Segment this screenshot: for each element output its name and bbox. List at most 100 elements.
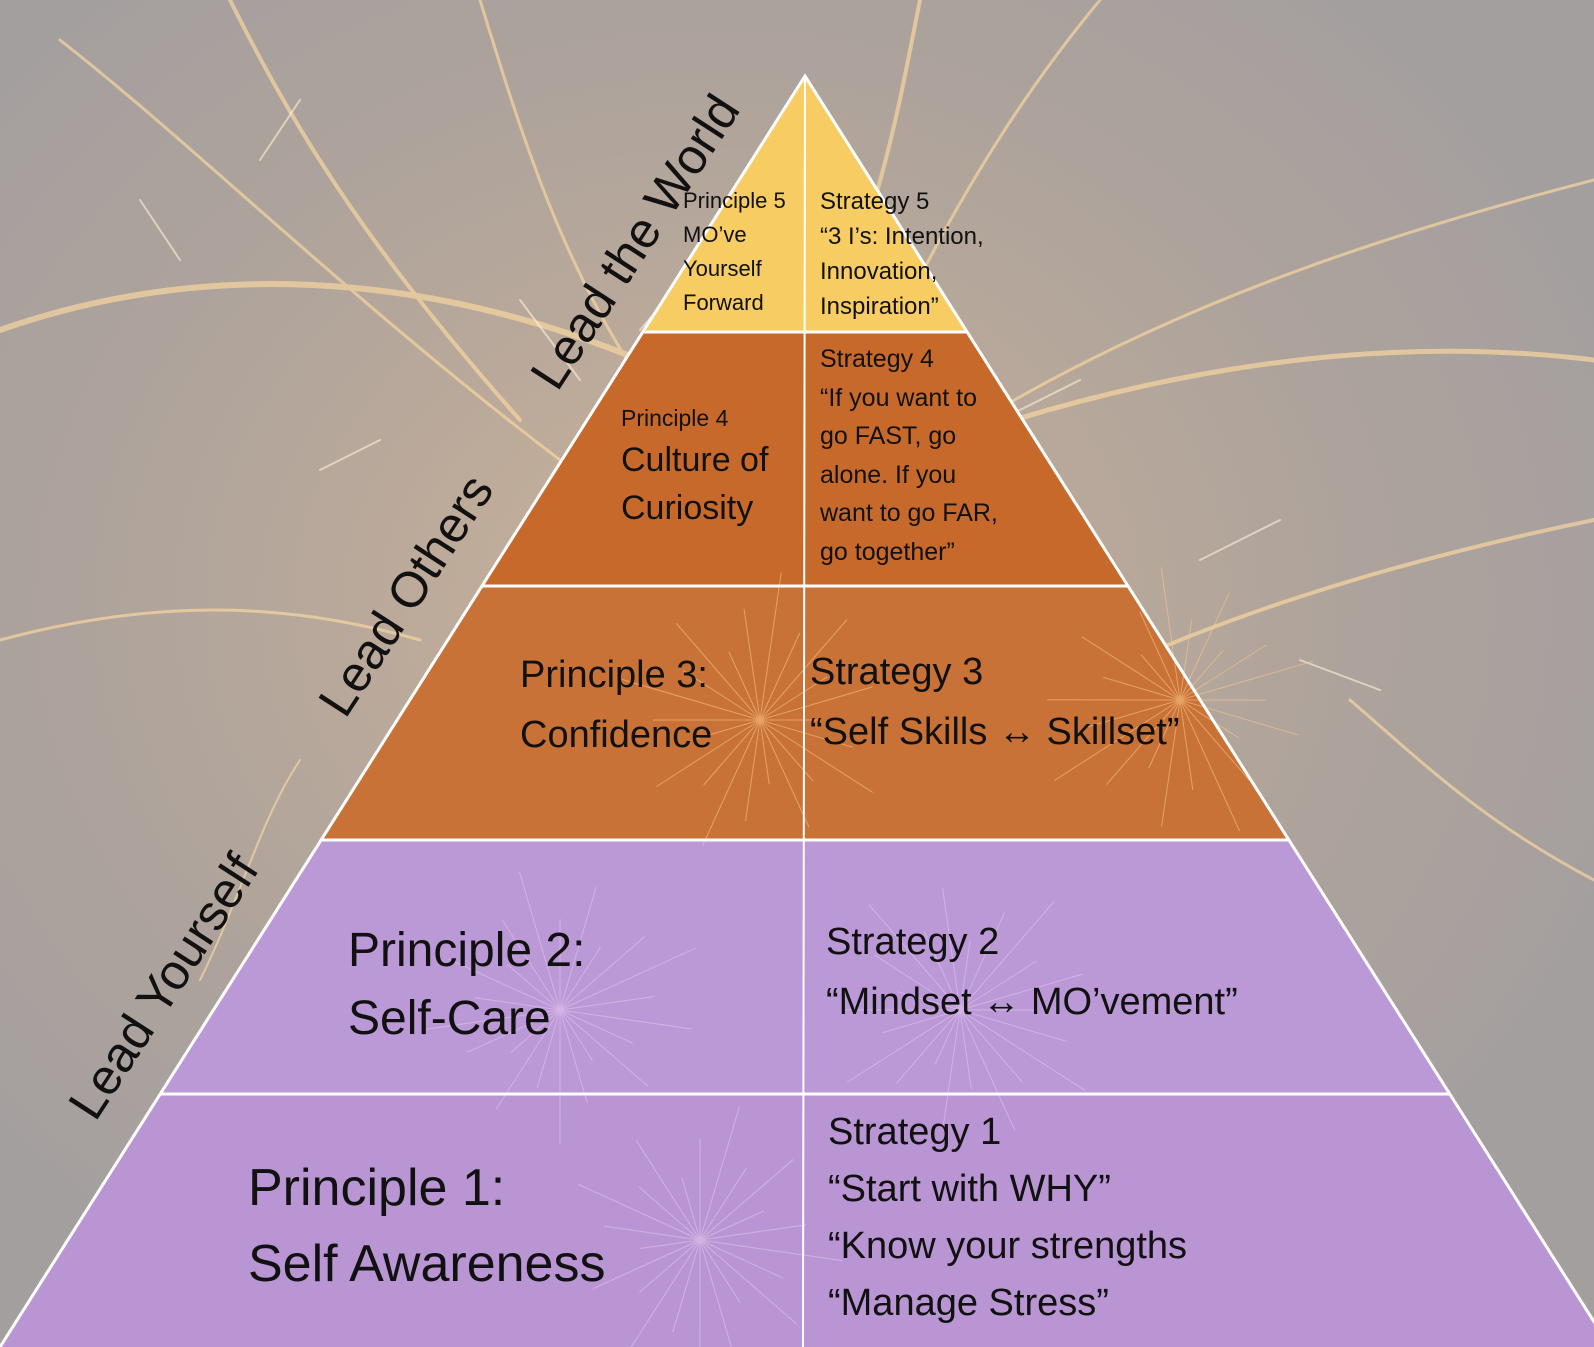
- sparkle-streak: [699, 1239, 783, 1279]
- sparkle-streak: [559, 1009, 588, 1104]
- sparkle-streak: [593, 1239, 701, 1289]
- sparkle-streak: [759, 719, 873, 793]
- principle-5-text: Principle 5 MO’ve Yourself Forward: [683, 188, 786, 315]
- sparkle-streak: [536, 1009, 561, 1088]
- sparkle-streak: [1054, 699, 1181, 781]
- sparkle-streak: [897, 991, 961, 1011]
- sparkle-streak: [1179, 619, 1193, 701]
- sparkle-streak: [630, 1239, 701, 1347]
- sparkle-streak: [701, 719, 761, 847]
- sparkle-streak: [699, 1106, 740, 1241]
- sparkle-streak: [1160, 567, 1181, 701]
- sparkle-streak: [692, 719, 761, 741]
- sparkle-streak: [1179, 699, 1240, 739]
- sparkle-streak: [699, 1210, 764, 1241]
- sparkle-streak: [447, 958, 561, 1011]
- sparkle-streak: [683, 670, 761, 721]
- sparkle-streak: [672, 1239, 701, 1333]
- sparkle-streak: [640, 1239, 701, 1249]
- sparkle-streak: [959, 940, 971, 1011]
- sparkle-streak: [959, 1009, 1016, 1132]
- strategy-2-text: Strategy 2 “Mindset ↔ MO’vement”: [826, 921, 1238, 1023]
- principle-2-text: Principle 2: Self-Care: [348, 924, 586, 1045]
- sparkle-streak: [942, 1009, 961, 1126]
- sparkle-streak: [675, 622, 761, 721]
- sparkle-streak: [959, 960, 1037, 1011]
- sparkle-streak: [639, 1239, 701, 1293]
- sparkle-streak: [1140, 654, 1181, 701]
- sparkle-streak: [501, 919, 561, 1011]
- sparkle-streak: [759, 676, 828, 721]
- sparkle-streak: [1179, 699, 1194, 791]
- sparkle-streak: [656, 719, 761, 787]
- sparkle-streak: [638, 1186, 701, 1241]
- sparkle-streak: [699, 1224, 806, 1241]
- sparkle-streak: [959, 1009, 972, 1090]
- sparkle-streak: [559, 995, 656, 1011]
- principle-3-text: Principle 3: Confidence: [520, 654, 713, 756]
- sparkle-streak: [882, 1009, 961, 1034]
- sparkle-streak: [1139, 611, 1181, 701]
- sparkle-streak: [1148, 699, 1181, 769]
- sparkle-streak: [466, 1009, 561, 1053]
- sparkle-streak: [1179, 699, 1251, 782]
- sparkle-streak: [743, 609, 761, 721]
- sparkle-streak: [759, 572, 782, 721]
- sparkle-streak: [759, 719, 854, 748]
- sparkle-streak: [699, 1239, 741, 1304]
- sparkle-streak: [959, 1009, 1068, 1043]
- sparkle-streak: [559, 1009, 649, 1088]
- sparkle-streak: [1179, 699, 1241, 832]
- sparkle-streak: [759, 719, 770, 785]
- sparkle-streak: [942, 888, 961, 1011]
- center-divider: [802, 75, 806, 1347]
- sparkle-streak: [559, 1009, 593, 1061]
- principle-4-text: Principle 4 Culture of Curiosity: [621, 405, 769, 527]
- sparkle-streak: [519, 871, 561, 1011]
- sparkle-streak: [759, 686, 873, 721]
- sparkle-streak: [846, 1009, 961, 1083]
- sparkle-streak: [703, 719, 761, 786]
- sparkle-streak: [1087, 699, 1181, 728]
- strategy-4-text: Strategy 4 “If you want to go FAST, go a…: [820, 345, 998, 566]
- strategy-3-text: Strategy 3 “Self Skills ↔ Skillset”: [810, 651, 1180, 753]
- sparkle-streak: [699, 1167, 748, 1241]
- sparkle-streak: [959, 973, 1083, 1011]
- sparkle-streak: [934, 1009, 961, 1065]
- sparkle-streak: [621, 678, 761, 721]
- sparkle-streak: [474, 997, 561, 1011]
- sparkle-streak: [559, 946, 601, 1011]
- sparkle-streak: [681, 1177, 701, 1241]
- sparkle-streak: [868, 904, 961, 1011]
- level1-band: [0, 1094, 1594, 1347]
- level2-band: [160, 840, 1450, 1094]
- sparkle-streak: [759, 719, 810, 828]
- sparkle-streak: [577, 1183, 701, 1241]
- sparkle-streak: [744, 719, 761, 822]
- sparkle-streak: [559, 1009, 692, 1030]
- sparkle-streak: [603, 1225, 701, 1241]
- sparkle-streak: [728, 651, 761, 721]
- sparkle-streak: [559, 1009, 633, 1044]
- sparkle-streak: [959, 900, 1055, 1011]
- sparkle-streak: [923, 931, 961, 1011]
- sparkle-streak: [506, 963, 561, 1011]
- sparkle-streak: [1106, 699, 1181, 785]
- sparkle-streak: [635, 1140, 701, 1241]
- strategy-5-text: Strategy 5 “3 I’s: Intention, Innovation…: [820, 188, 984, 320]
- level3-band: [321, 586, 1289, 840]
- sparkle-streak: [759, 632, 801, 721]
- sparkle-streak: [896, 1009, 961, 1084]
- sparkle-streak: [699, 1239, 797, 1325]
- sparkle-streak: [873, 954, 961, 1011]
- sparkle-streak: [1103, 676, 1181, 701]
- sparkle-streak: [559, 887, 597, 1011]
- sparkle-streak: [1179, 660, 1314, 701]
- sparkle-streak: [559, 936, 646, 1011]
- sparkle-streak: [510, 1009, 561, 1053]
- sparkle-streak: [699, 1239, 843, 1262]
- principle-1-text: Principle 1: Self Awareness: [248, 1159, 606, 1293]
- sparkle-streak: [699, 1159, 794, 1241]
- sparkle-streak: [1161, 699, 1181, 827]
